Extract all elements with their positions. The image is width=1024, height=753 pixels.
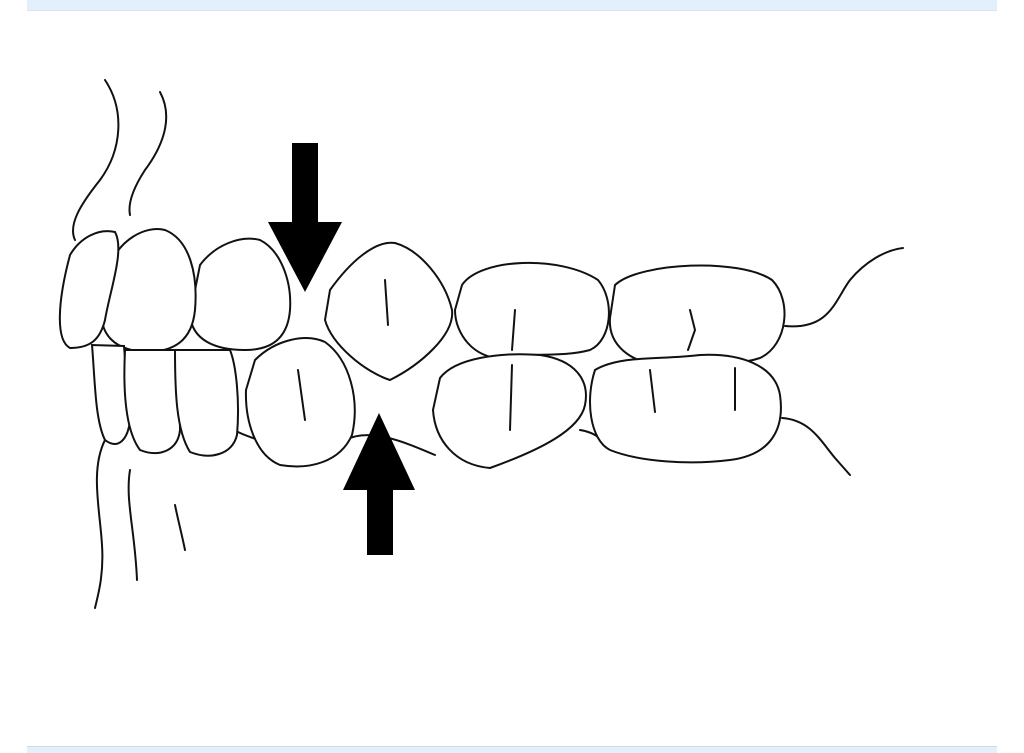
lower-teeth	[90, 337, 782, 470]
down-arrow-icon	[268, 143, 342, 292]
upper-molar-1	[453, 261, 610, 360]
lower-lip-line-3	[174, 504, 186, 551]
upper-molar-2	[608, 264, 786, 367]
up-arrow-icon	[343, 413, 415, 555]
upper-canine	[188, 237, 292, 352]
upper-lateral-incisor	[100, 228, 197, 354]
bottom-panel-bar	[27, 746, 997, 753]
lower-canine	[173, 349, 239, 457]
lower-incisor-2	[123, 349, 182, 455]
upper-lip-line-1	[72, 79, 120, 241]
lower-premolar	[244, 337, 356, 468]
lower-lip-line-1	[94, 439, 106, 609]
upper-lip-line-2	[128, 91, 168, 216]
upper-central-incisor	[58, 230, 120, 350]
top-panel-bar	[27, 0, 997, 11]
upper-gum-right	[784, 247, 904, 328]
upper-premolar	[323, 241, 454, 382]
upper-teeth	[58, 228, 786, 382]
lower-lip-line-2	[127, 469, 138, 581]
lower-gum-right	[781, 417, 851, 476]
lower-molar-2	[589, 353, 782, 464]
lower-molar-1	[431, 353, 587, 470]
